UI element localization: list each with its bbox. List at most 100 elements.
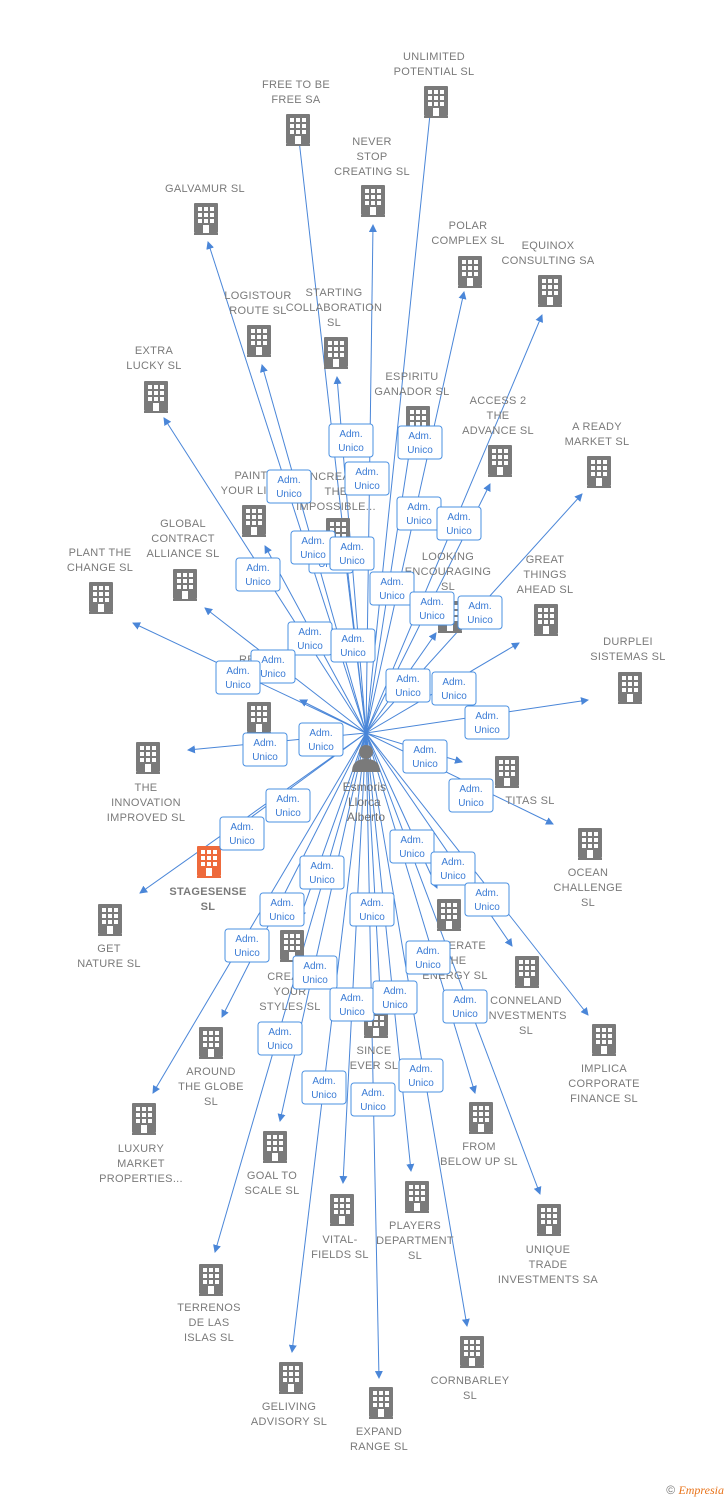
role-badge-text: Adm. (407, 502, 430, 513)
role-badge[interactable]: Adm.Unico (431, 671, 477, 706)
company-node-vital[interactable]: VITAL-FIELDS SL (311, 1194, 369, 1261)
edge-implica (365, 732, 589, 1016)
role-badge[interactable]: Adm.Unico (464, 882, 510, 917)
company-label-line: TRADE (529, 1259, 568, 1271)
role-badge-text: Unico (467, 615, 493, 626)
role-badge[interactable]: Adm.Unico (349, 892, 395, 927)
role-badge[interactable]: Adm.Unico (301, 1070, 347, 1105)
role-badge[interactable]: Adm.Unico (464, 705, 510, 740)
edge-from (365, 732, 477, 1094)
building-icon (199, 1027, 223, 1059)
role-badge[interactable]: Adm.Unico (224, 928, 270, 963)
role-badge[interactable]: Adm.Unico (215, 660, 261, 695)
role-badge-text: Unico (354, 481, 380, 492)
role-badge[interactable]: Adm.Unico (350, 1082, 396, 1117)
role-badge[interactable]: Adm.Unico (287, 621, 333, 656)
role-badge[interactable]: Adm.Unico (398, 1058, 444, 1093)
role-badge[interactable]: Adm.Unico (219, 816, 265, 851)
role-badge[interactable]: Adm.Unico (389, 829, 435, 864)
role-badge[interactable]: Adm.Unico (290, 530, 336, 565)
role-badge[interactable]: Adm.Unico (242, 732, 288, 767)
role-badge[interactable]: Adm.Unico (235, 557, 281, 592)
role-badge[interactable]: Adm.Unico (448, 778, 494, 813)
company-node-titas[interactable]: TITAS SL (495, 756, 555, 807)
company-label-line: ESPIRITU (385, 371, 438, 383)
role-badge-text: Adm. (468, 601, 491, 612)
role-badge[interactable]: Adm.Unico (299, 855, 345, 890)
role-badge[interactable]: Adm.Unico (436, 506, 482, 541)
role-badge[interactable]: Adm.Unico (292, 955, 338, 990)
company-label-line: TERRENOS (177, 1302, 241, 1314)
company-label-line: SISTEMAS SL (590, 651, 665, 663)
role-badge[interactable]: Adm.Unico (385, 668, 431, 703)
role-badge[interactable]: Adm.Unico (396, 496, 442, 531)
role-badge[interactable]: Adm.Unico (442, 989, 488, 1024)
role-badge[interactable]: Adm.Unico (397, 425, 443, 460)
role-badge[interactable]: Adm.Unico (369, 571, 415, 606)
role-badge[interactable]: Adm.Unico (402, 739, 448, 774)
role-badge[interactable]: Adm.Unico (329, 536, 375, 571)
role-badge[interactable]: Adm.Unico (430, 851, 476, 886)
role-badge-text: Unico (412, 759, 438, 770)
role-badge[interactable]: Adm. Unico (457, 595, 503, 630)
role-badge[interactable]: Adm.Unico (405, 940, 451, 975)
company-label-line: THE GLOBE (178, 1081, 244, 1093)
role-badge[interactable]: Adm.Unico (344, 461, 390, 496)
role-badge[interactable]: Adm.Unico (409, 591, 455, 626)
role-badge[interactable]: Adm.Unico (372, 980, 418, 1015)
role-badge-text: Adm. (396, 674, 419, 685)
building-icon (587, 456, 611, 488)
company-label-line: UNLIMITED (403, 51, 465, 63)
role-badge[interactable]: Adm.Unico (298, 722, 344, 757)
company-node-galvamur[interactable]: GALVAMUR SL (165, 183, 245, 235)
role-badge[interactable]: Adm.Unico (329, 987, 375, 1022)
role-badge[interactable]: Adm.Unico (330, 628, 376, 663)
role-badge-text: Unico (419, 611, 445, 622)
role-badge-text: Adm. (268, 1027, 291, 1038)
role-badge[interactable]: Adm.Unico (266, 469, 312, 504)
role-badge[interactable]: Adm.Unico (259, 892, 305, 927)
role-badge[interactable]: Adm.Unico (257, 1021, 303, 1056)
role-badge[interactable]: Adm.Unico (328, 423, 374, 458)
edge-unlimited (365, 94, 436, 734)
footer-brand: © Empresia (666, 1483, 724, 1498)
company-label: TITAS SL (505, 795, 554, 807)
person-node[interactable]: Esmoris Llorca Alberto (343, 745, 390, 824)
role-badge[interactable]: Adm.Unico (265, 788, 311, 823)
